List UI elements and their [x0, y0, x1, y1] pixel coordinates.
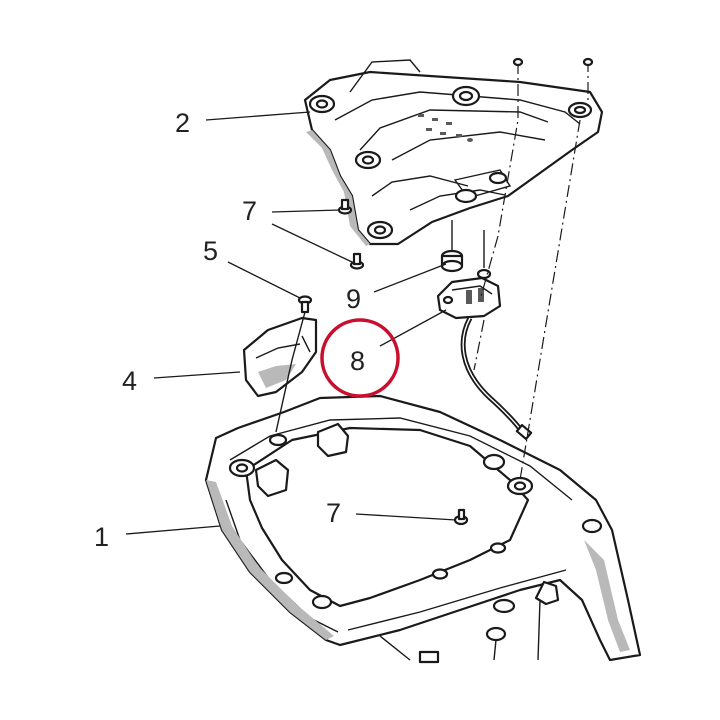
callout-2: 2 [175, 108, 190, 138]
callout-7-lower: 7 [326, 498, 341, 528]
callout-4: 4 [122, 366, 137, 396]
callout-labels: 1 2 4 5 7 7 8 9 [94, 108, 365, 552]
part-4-bracket [242, 316, 318, 398]
callout-8: 8 [350, 346, 365, 376]
callout-9: 9 [346, 284, 361, 314]
highlight-circle [320, 318, 400, 398]
callout-7-upper: 7 [242, 196, 257, 226]
part-9-grommet [440, 220, 464, 273]
leader-lines [125, 111, 457, 535]
callout-5: 5 [203, 236, 218, 266]
part-5-screw [275, 295, 313, 433]
part-7-screws-upper [337, 198, 365, 270]
part-2-mounting-plate [303, 59, 604, 246]
part-1-main-frame [204, 394, 642, 664]
assembly-axis-lines [473, 57, 594, 481]
part-8-lock-assembly [436, 230, 533, 441]
callout-1: 1 [94, 522, 109, 552]
